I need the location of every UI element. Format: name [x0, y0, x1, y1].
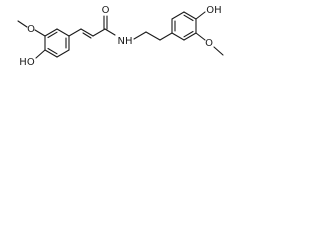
bond-ring-left-4 [56, 49, 70, 58]
bond-ch2-to-ring [159, 32, 173, 41]
bond-ring-right-2 [171, 11, 185, 20]
bond-ring-right-inner-2 [183, 14, 194, 22]
atom-nh: NH [118, 36, 133, 47]
bond-c3-o-methoxy-left [34, 29, 46, 37]
bond-c4-oh-left [35, 49, 46, 59]
atom-ho-left: HO [19, 57, 35, 68]
bond-ring-right-6 [171, 32, 185, 41]
right-benzene-ring [171, 11, 197, 41]
bond-ring-left-5 [44, 49, 58, 58]
bond-ring-right-3 [183, 11, 197, 20]
left-benzene-ring [44, 28, 70, 58]
atom-oh-right: OH [206, 5, 221, 16]
bond-carbonyl-to-n [104, 28, 116, 36]
bond-ring-left-inner-1 [47, 31, 58, 39]
bond-n-to-ch2 [133, 31, 147, 40]
bond-vinyl-double [80, 28, 94, 37]
atom-o-carbonyl: O [102, 5, 110, 16]
bond-ring-left-inner-3 [47, 47, 58, 55]
bond-o-ch3-left [17, 20, 28, 28]
atom-o-methoxy-left: O [27, 24, 35, 35]
bond-ch2-ch2 [145, 31, 161, 41]
bond-ring-right-5 [183, 32, 197, 41]
atom-o-methoxy-right: O [205, 38, 213, 49]
bond-vinyl-to-carbonyl [92, 28, 106, 37]
molecule-canvas: O HO O NH [0, 0, 258, 74]
bond-c3-o-methoxy-right [195, 32, 206, 41]
bond-ring-right-inner-3 [183, 30, 194, 38]
bond-o-ch3-right [213, 46, 224, 56]
bond-vinyl-double-inner [82, 32, 92, 39]
bond-ring-left-1 [44, 28, 58, 37]
bond-ring-left-2 [56, 28, 70, 37]
bond-ring-to-vinyl [68, 28, 82, 37]
structure-diagram: O HO O NH [17, 5, 224, 68]
bond-c4-oh-right [195, 11, 206, 20]
